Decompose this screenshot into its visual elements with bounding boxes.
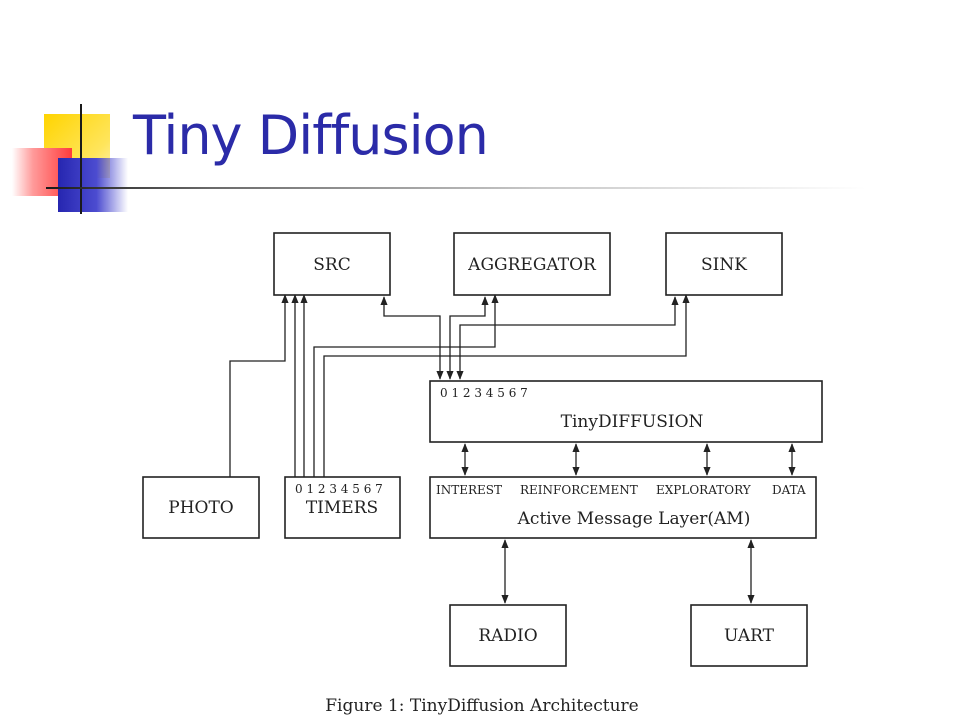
am-label: Active Message Layer(AM) xyxy=(517,509,751,529)
radio-box xyxy=(449,604,567,667)
am-block: INTEREST REINFORCEMENT EXPLORATORY DATA … xyxy=(429,476,817,539)
connectors xyxy=(229,294,796,604)
photo-to-src-arrow xyxy=(229,294,289,477)
am-channel-data: DATA xyxy=(772,483,806,497)
sink-box xyxy=(665,232,783,296)
am-channel-reinforcement: REINFORCEMENT xyxy=(520,483,638,497)
slide-title: Tiny Diffusion xyxy=(133,104,489,167)
uart-label: UART xyxy=(724,626,775,646)
timers-label: TIMERS xyxy=(306,498,378,518)
am-box xyxy=(429,476,817,539)
timers-box xyxy=(284,476,401,539)
am-channel-exploratory: EXPLORATORY xyxy=(656,483,752,497)
aggregator-box xyxy=(453,232,611,296)
src-block: SRC xyxy=(273,232,391,296)
radio-label: RADIO xyxy=(478,626,537,646)
src-box xyxy=(273,232,391,296)
photo-box xyxy=(142,476,260,539)
src-label: SRC xyxy=(313,255,350,275)
uart-block: UART xyxy=(690,604,808,667)
tinydiffusion-box xyxy=(429,380,823,443)
tinydiffusion-ports: 0 1 2 3 4 5 6 7 xyxy=(440,386,528,400)
uart-box xyxy=(690,604,808,667)
sink-tinydiffusion-link xyxy=(456,296,679,380)
am-channel-interest: INTEREST xyxy=(436,483,502,497)
photo-block: PHOTO xyxy=(142,476,260,539)
aggregator-tinydiffusion-link xyxy=(446,296,489,380)
decor-vertical-line xyxy=(80,104,82,214)
decor-blue-square xyxy=(58,158,128,212)
tinydiffusion-label: TinyDIFFUSION xyxy=(561,412,704,432)
radio-block: RADIO xyxy=(449,604,567,667)
tinydiffusion-block: 0 1 2 3 4 5 6 7 TinyDIFFUSION xyxy=(429,380,823,443)
photo-label: PHOTO xyxy=(168,498,233,518)
src-tinydiffusion-link xyxy=(380,296,444,380)
sink-label: SINK xyxy=(701,255,747,275)
aggregator-label: AGGREGATOR xyxy=(467,255,597,275)
timers-block: 0 1 2 3 4 5 6 7 TIMERS xyxy=(284,476,401,539)
title-underline xyxy=(46,187,866,189)
aggregator-block: AGGREGATOR xyxy=(453,232,611,296)
sink-block: SINK xyxy=(665,232,783,296)
timers-ports: 0 1 2 3 4 5 6 7 xyxy=(295,482,383,496)
figure-caption: Figure 1: TinyDiffusion Architecture xyxy=(325,696,638,716)
